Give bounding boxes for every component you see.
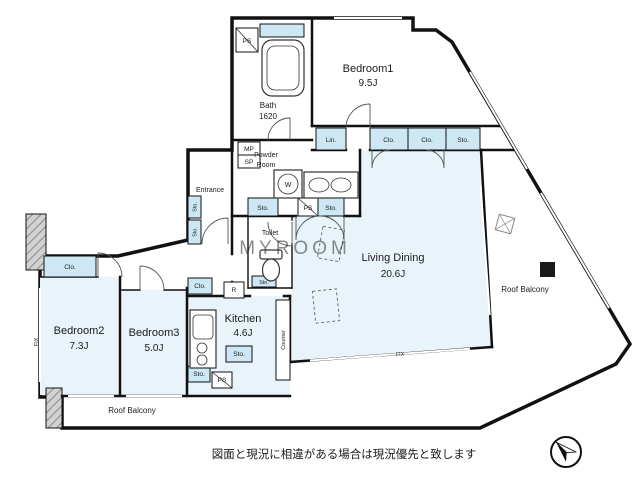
washer-label: W <box>285 182 292 189</box>
sto-label: Sto. <box>259 280 269 286</box>
sto-label: Sto. <box>457 137 469 144</box>
shoe-storage <box>187 219 202 245</box>
bedroom3-area <box>122 290 186 395</box>
washing-machine-icon <box>273 169 303 199</box>
toilet-door-arc <box>267 221 293 247</box>
bedroom3-area: 5.0J <box>145 343 164 354</box>
toilet-icon <box>261 258 281 282</box>
disclaimer-text: 図面と現況に相違がある場合は現況優先と致します <box>212 447 477 461</box>
vanity-counter <box>303 171 359 199</box>
fridge-space <box>223 281 245 299</box>
windows <box>39 17 610 397</box>
sink-icon <box>330 177 352 193</box>
dashed-beam <box>311 288 341 324</box>
storage-box <box>225 345 253 363</box>
shoe-storage <box>187 195 202 219</box>
bedroom2-area <box>40 277 118 395</box>
ps-label: PS <box>243 38 252 45</box>
ps-label: PS <box>304 205 313 212</box>
linen-closet <box>315 127 347 151</box>
kitchen-label: Kitchen <box>225 313 262 325</box>
sto-label: Sto. <box>233 351 245 358</box>
bedroom2-area: 7.3J <box>70 341 89 352</box>
clo-label: Clo. <box>383 137 395 144</box>
skylight-marker <box>494 213 516 235</box>
counter-label: Counter <box>281 330 287 350</box>
mp-label: MP <box>244 146 254 153</box>
sto-label: Sto. <box>193 371 205 378</box>
clo-label: Clo. <box>194 283 206 290</box>
balcony-hatch-box <box>540 262 555 277</box>
living-dining-area-label: 20.6J <box>381 269 405 280</box>
closet <box>187 277 213 295</box>
bedroom3-label: Bedroom3 <box>129 327 180 339</box>
bathtub-icon <box>261 39 305 97</box>
sp-label: SP <box>245 159 254 166</box>
stove-burner-icon <box>196 354 208 366</box>
closet-door-arc <box>371 149 391 169</box>
storage-boxes <box>43 23 481 389</box>
entrance-door-arc <box>201 217 229 245</box>
fix-window-label: FIX <box>396 352 405 359</box>
north-arrow-icon <box>555 441 578 462</box>
living-dining-area <box>292 150 492 362</box>
fixture-icons <box>189 39 359 369</box>
sto-label: Sto. <box>325 205 337 212</box>
toilet-label: Toilet <box>262 230 278 237</box>
living-door-arc <box>295 215 321 241</box>
lin-label: Lin. <box>326 137 337 144</box>
watermark: MYROOM <box>239 238 351 259</box>
fix-window-label: FIX <box>34 337 40 346</box>
bath-door-arc <box>267 117 291 141</box>
closet <box>43 255 97 278</box>
bedroom2-door-arc <box>97 252 123 278</box>
entrance-label: Entrance <box>196 187 224 194</box>
ps-label: PS <box>218 377 227 384</box>
sto-label: Sto. <box>257 205 269 212</box>
bedroom1-area: 9.5J <box>359 78 378 89</box>
clo-label: Clo. <box>64 264 76 271</box>
door-arcs <box>97 103 445 291</box>
kitchen-area-label: 4.6J <box>234 328 253 339</box>
fridge-label: R <box>232 287 237 294</box>
counter <box>275 299 291 381</box>
sink-icon <box>308 177 330 193</box>
storage-box <box>259 23 305 38</box>
clo-label: Clo. <box>421 137 433 144</box>
storage-box <box>247 197 279 217</box>
closet-door-arc <box>425 149 445 169</box>
bedroom1-door-arc <box>345 103 371 129</box>
storage-box <box>445 127 481 151</box>
roof-balcony-right-label: Roof Balcony <box>501 285 549 294</box>
bath-label: Bath <box>260 101 276 110</box>
dashed-beam <box>316 225 346 263</box>
powder-room-label: Powder <box>254 152 278 159</box>
bedroom1-label: Bedroom1 <box>343 63 394 75</box>
bedroom3-door-arc <box>139 265 165 291</box>
stove-burner-icon <box>196 342 208 354</box>
sp-shaft <box>237 154 261 169</box>
exterior-wall-block <box>45 387 63 429</box>
sto-label: Sto. <box>193 227 199 237</box>
compass-icon <box>550 436 582 468</box>
powder-room-label: Room <box>257 162 276 169</box>
roof-balcony-bottom-label: Roof Balcony <box>108 406 156 415</box>
living-dining-label: Living Dining <box>362 252 425 264</box>
sto-label: Sto. <box>193 202 199 212</box>
bath-size-label: 1620 <box>259 112 277 121</box>
bedroom2-label: Bedroom2 <box>54 325 105 337</box>
kitchen-sink-icon <box>192 314 214 340</box>
exterior-wall-block <box>25 213 47 271</box>
